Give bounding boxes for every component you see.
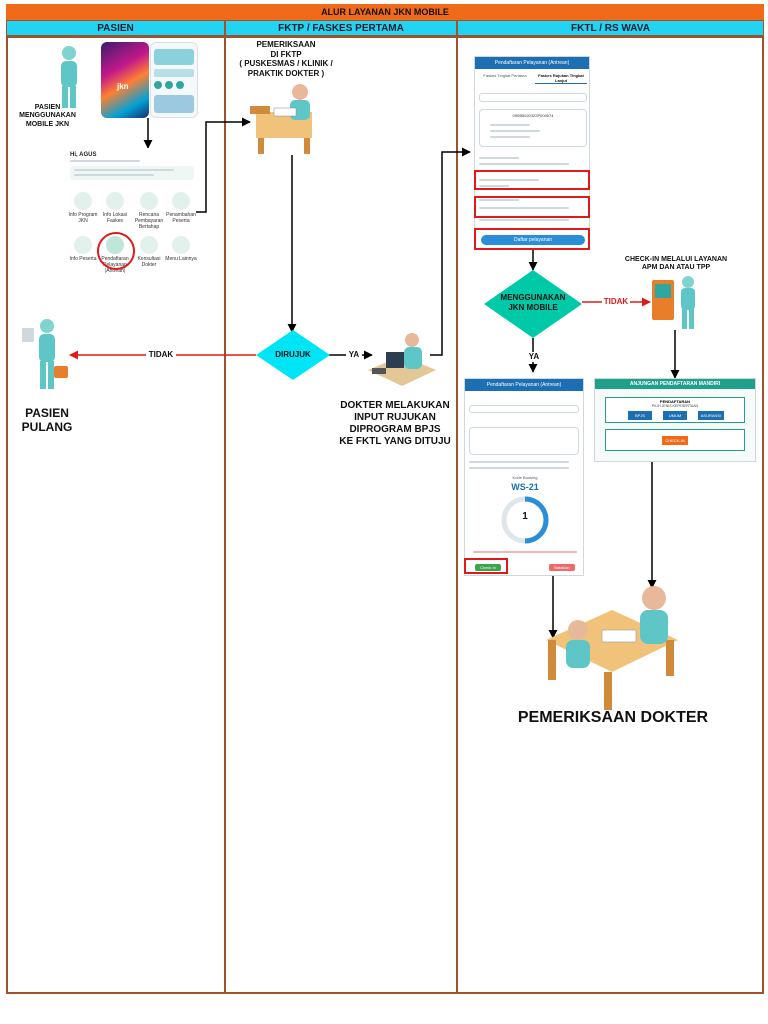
menu-label-2: Rencana Pembayaran Bertahap: [134, 212, 164, 230]
apm-asuransi-button[interactable]: ASURANSI: [698, 411, 724, 420]
menu-label-4: Info Peserta: [69, 256, 97, 262]
kiosk-figure: [652, 276, 695, 329]
daftar-pelayanan-button[interactable]: Daftar pelayanan: [481, 235, 585, 245]
phone-splash: jkn: [101, 42, 149, 118]
menu-label-3: Penambahan Peserta: [166, 212, 196, 224]
apm-subtitle: PILIH JENIS KEPESERTAAN: [651, 404, 699, 408]
info-banner: [70, 166, 194, 180]
arrow-to-fktp: [196, 117, 251, 213]
doctor-examination: [546, 586, 678, 710]
label-tidak-2: TIDAK: [602, 297, 630, 307]
label-dokter-input: DOKTER MELAKUKAN INPUT RUJUKAN DIPROGRAM…: [339, 400, 451, 447]
faskes-select[interactable]: [479, 93, 587, 102]
apm-pendaftaran-box: PENDAFTARAN PILIH JENIS KEPESERTAAN BPJS…: [605, 397, 745, 423]
lokasi-faskes-icon[interactable]: [106, 192, 124, 210]
highlight-circle: [97, 232, 135, 270]
label-pemeriksaan-fktp: PEMERIKSAAN DI FKTP ( PUSKESMAS / KLINIK…: [239, 40, 333, 78]
screen-ticket: Pendaftaran Pelayanan (Antrean) Kode Boo…: [464, 378, 584, 576]
label-pemeriksaan-dokter: PEMERIKSAAN DOKTER: [517, 709, 709, 726]
label-dirujuk: DIRUJUK: [275, 350, 311, 359]
doctor-computer: [368, 333, 436, 386]
apm-header: ANJUNGAN PENDAFTARAN MANDIRI: [595, 379, 755, 389]
menu-label-1: Info Lokasi Faskes: [102, 212, 128, 224]
menu-label-7: Menu Lainnya: [165, 256, 197, 262]
jkn-logo-icon: jkn: [117, 82, 129, 91]
highlight-checkin: [464, 558, 508, 574]
menggunakan-jkn-diamond: [484, 270, 582, 338]
apm-checkin-button[interactable]: CHECK-IN: [662, 436, 688, 445]
apm-screen: ANJUNGAN PENDAFTARAN MANDIRI PENDAFTARAN…: [594, 378, 756, 462]
lane-header-pasien: PASIEN: [6, 20, 225, 36]
checkin-button[interactable]: Check In: [475, 564, 501, 571]
patient-pulang-figure: [22, 319, 68, 389]
info-program-icon[interactable]: [74, 192, 92, 210]
menu-label-6: Konsultasi Dokter: [137, 256, 161, 268]
apm-bpjs-button[interactable]: BPJS: [628, 411, 652, 420]
rujukan-number: 0905B020322P000074: [512, 113, 554, 118]
kode-booking-label: Kode Booking: [512, 475, 538, 480]
label-ya-2: YA: [526, 352, 542, 362]
lane-header-fktl: FKTL / RS WAVA: [457, 20, 764, 36]
sisa-antrean-value: 1: [522, 511, 528, 522]
label-tidak-1: TIDAK: [146, 350, 176, 360]
arrow-to-fktl: [430, 147, 471, 356]
ticket-header: Pendaftaran Pelayanan (Antrean): [465, 379, 583, 391]
diagram-title: ALUR LAYANAN JKN MOBILE: [6, 4, 764, 20]
tab-faskes-rujukan[interactable]: Faskes Rujukan Tingkat Lanjut: [535, 73, 587, 84]
apm-umum-button[interactable]: UMUM: [663, 411, 687, 420]
highlight-daftar-button: [474, 228, 590, 250]
patient-figure: [61, 46, 77, 108]
label-ya-1: YA: [346, 350, 362, 360]
rencana-pembayaran-icon[interactable]: [140, 192, 158, 210]
label-pasien-mobile: PASIEN MENGGUNAKAN MOBILE JKN: [19, 104, 76, 128]
label-pasien-pulang: PASIEN PULANG: [21, 406, 73, 435]
lane-fktl: [456, 36, 764, 994]
antrean-gauge: [501, 496, 549, 544]
konsultasi-dokter-icon[interactable]: [140, 236, 158, 254]
lane-header-fktp: FKTP / FASKES PERTAMA: [225, 20, 457, 36]
label-menggunakan-jkn: MENGGUNAKAN JKN MOBILE: [500, 293, 566, 312]
greeting-text: Hi, AGUS: [70, 152, 97, 158]
penambahan-peserta-icon[interactable]: [172, 192, 190, 210]
menu-label-0: Info Program JKN: [68, 212, 98, 224]
info-peserta-icon[interactable]: [74, 236, 92, 254]
batalkan-button[interactable]: Batalkan: [549, 564, 575, 571]
highlight-poli: [474, 196, 590, 218]
apm-section: PENDAFTARAN: [659, 399, 691, 404]
screen-header: Pendaftaran Pelayanan (Antrean): [475, 57, 589, 69]
apm-checkin-box: CHECK-IN: [605, 429, 745, 451]
label-checkin-apm: CHECK-IN MELALUI LAYANAN APM DAN ATAU TP…: [624, 256, 728, 272]
highlight-tanggal: [474, 170, 590, 190]
kode-booking-value: WS-21: [511, 482, 539, 492]
tab-faskes-pertama[interactable]: Faskes Tingkat Pertama: [483, 73, 527, 78]
screen-pendaftaran: Pendaftaran Pelayanan (Antrean) Faskes T…: [474, 56, 590, 250]
phone-home: [150, 42, 198, 118]
dirujuk-diamond: [256, 330, 330, 380]
menu-lainnya-icon[interactable]: [172, 236, 190, 254]
fktp-doctor-desk: [250, 84, 312, 154]
rujukan-card[interactable]: 0905B020322P000074: [479, 109, 587, 147]
